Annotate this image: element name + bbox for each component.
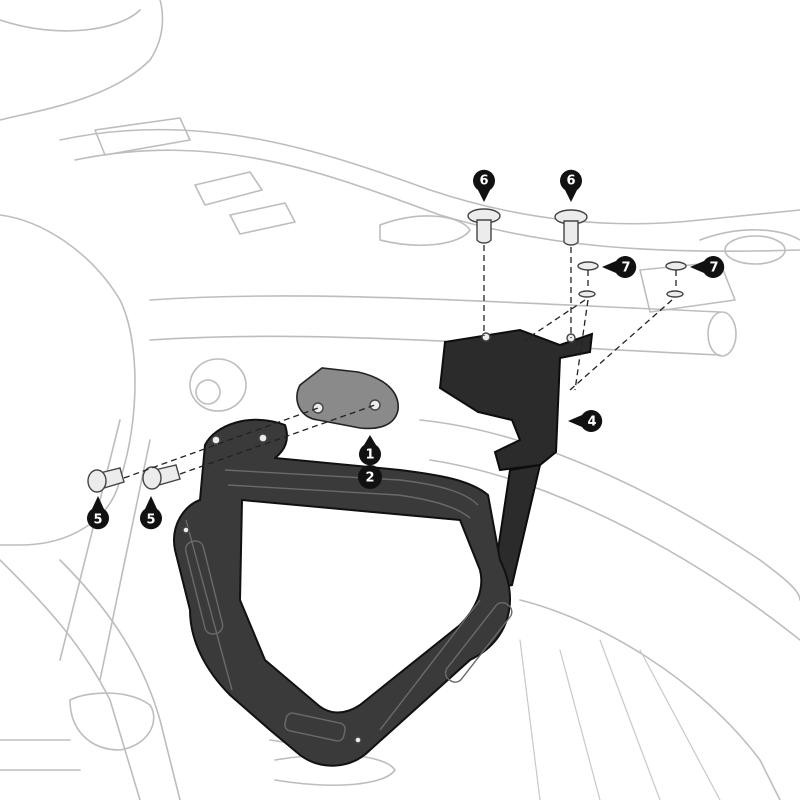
- side-carrier-upright: [438, 328, 594, 592]
- wheel-arc: [519, 599, 781, 800]
- callout-6-right: 6: [560, 169, 582, 202]
- tail-light: [724, 235, 786, 265]
- side-carrier-frame: [173, 418, 513, 767]
- subframe-top-line: [74, 149, 800, 253]
- frame-diagonal: [59, 419, 121, 661]
- frame-tube-end: [707, 311, 737, 357]
- footpeg-mount: [69, 692, 155, 751]
- svg-text:1: 1: [365, 448, 374, 463]
- bolt-5b-head: [142, 466, 162, 490]
- seat-edge-line: [0, 0, 164, 121]
- bolt-6a-shank: [476, 219, 492, 244]
- fender-arc: [419, 419, 800, 601]
- shock-mount-outer: [189, 358, 247, 412]
- svg-text:5: 5: [146, 513, 155, 528]
- svg-text:2: 2: [365, 471, 374, 486]
- shock-mount-inner: [195, 379, 221, 405]
- wheel-spokes: [519, 639, 721, 800]
- tail-edge: [699, 229, 800, 241]
- side-bolts: [87, 464, 181, 493]
- fender-arc-inner: [429, 459, 800, 641]
- seat-slot-2: [229, 202, 296, 235]
- bolt-5a-head: [87, 469, 107, 493]
- frame-tube-top: [149, 295, 721, 313]
- frame-slot-bottom: [284, 712, 346, 742]
- seat-frame-line: [59, 128, 800, 225]
- svg-text:7: 7: [709, 261, 718, 276]
- callout-7-right: 7: [690, 256, 725, 278]
- callout-5-left: 5: [87, 496, 109, 530]
- callout-7-left: 7: [602, 256, 637, 278]
- frame-diagonal-2: [99, 439, 151, 681]
- frame-slot-right: [444, 601, 513, 683]
- callout-4: 4: [568, 410, 603, 432]
- callout-5-right: 5: [140, 496, 162, 530]
- seat-pad: [379, 215, 471, 246]
- tank-line: [0, 9, 141, 32]
- washer-7b: [666, 290, 684, 298]
- nut-7a: [577, 261, 599, 271]
- assembly-guides: [123, 245, 677, 479]
- swingarm-line: [0, 559, 141, 800]
- callout-6-left: 6: [473, 169, 495, 202]
- callout-1: 1: [359, 435, 381, 466]
- rear-plate: [639, 261, 736, 313]
- side-cover: [0, 214, 136, 546]
- svg-text:7: 7: [621, 261, 630, 276]
- swingarm-line-2: [59, 559, 181, 800]
- seat-handle: [94, 117, 191, 156]
- frame-window: [238, 498, 483, 714]
- svg-text:4: 4: [587, 415, 596, 430]
- footpeg-bar: [0, 739, 81, 771]
- bolt-6b-shank: [563, 220, 579, 246]
- seat-slot: [194, 171, 263, 206]
- frame-tube-bottom: [149, 335, 721, 356]
- mounting-plate: [296, 367, 399, 430]
- top-bolts: [467, 208, 588, 246]
- callout-2: 2: [358, 465, 382, 489]
- svg-text:5: 5: [93, 513, 102, 528]
- nut-7b: [665, 261, 687, 271]
- frame-slot-left: [184, 540, 224, 635]
- washer-7a: [578, 290, 596, 298]
- svg-text:6: 6: [479, 174, 488, 189]
- svg-text:6: 6: [566, 174, 575, 189]
